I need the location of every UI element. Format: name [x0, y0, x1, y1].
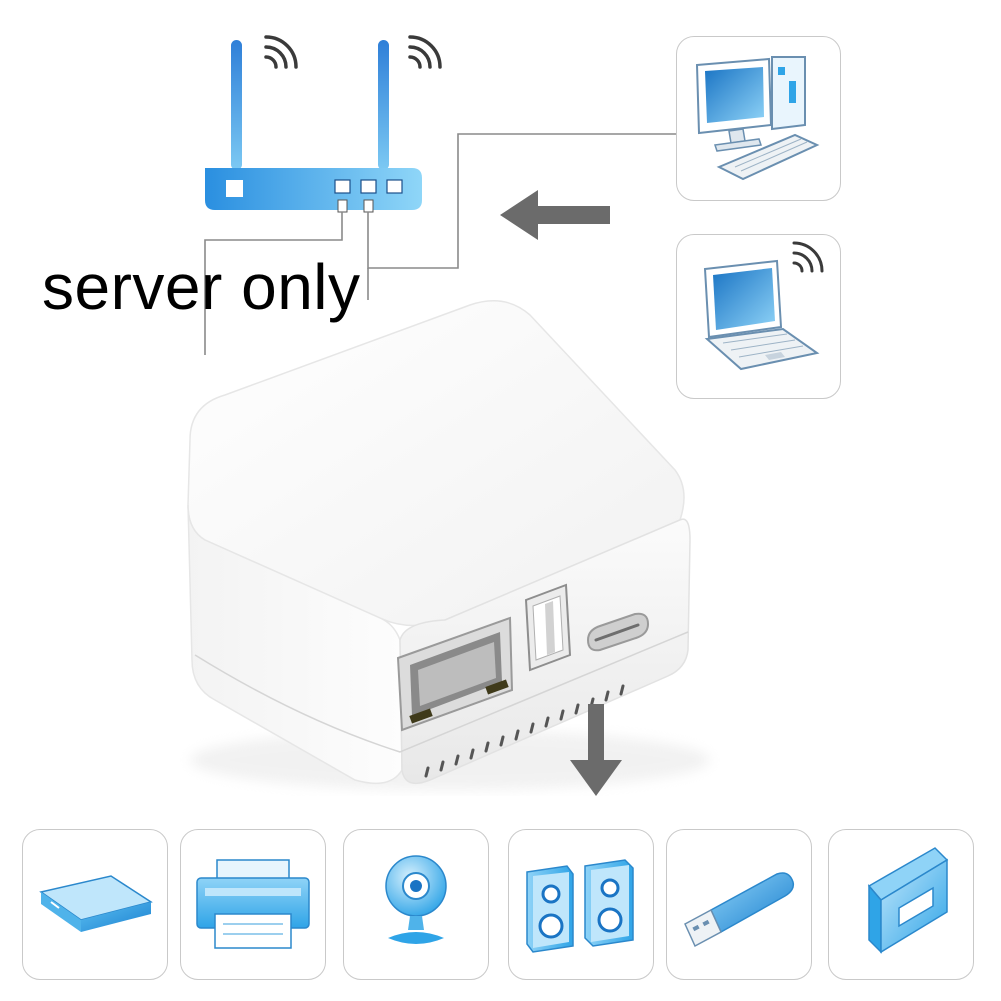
router-port: [386, 179, 403, 194]
arrow-left-icon: [500, 190, 610, 240]
storage-device-icon: [39, 875, 153, 932]
speakers-panel: [508, 829, 654, 980]
usb-stick-panel: [666, 829, 812, 980]
desktop-computer-panel: [676, 36, 841, 201]
network-cables: [204, 133, 676, 355]
speakers-icon: [526, 859, 634, 953]
cable-plug: [363, 199, 374, 213]
printer-panel: [180, 829, 326, 980]
wifi-signal-icon: [408, 35, 442, 69]
router-port: [360, 179, 377, 194]
usb-stick-icon: [684, 872, 795, 948]
external-drive-icon: [867, 847, 949, 954]
cable-plug: [337, 199, 348, 213]
router-icon: [205, 35, 442, 213]
desktop-computer-icon: [695, 56, 820, 181]
printer-icon: [196, 859, 310, 949]
router-port: [334, 179, 351, 194]
usb-c-port-icon: [586, 612, 650, 652]
device-seam: [194, 631, 689, 753]
print-server-device: [187, 300, 710, 790]
arrow-down-icon: [570, 704, 622, 796]
laptop-icon: [703, 241, 824, 371]
router-button: [226, 180, 243, 197]
caption-text: server only: [42, 251, 361, 323]
ethernet-port-icon: [396, 616, 514, 732]
usb-port-icon: [524, 583, 572, 672]
laptop-panel: [676, 234, 841, 399]
webcam-panel: [343, 829, 489, 980]
storage-device-panel: [22, 829, 168, 980]
wifi-signal-icon: [264, 35, 298, 69]
external-drive-panel: [828, 829, 974, 980]
router-antenna-left: [231, 40, 242, 170]
webcam-icon: [385, 855, 447, 944]
router-antenna-right: [378, 40, 389, 170]
